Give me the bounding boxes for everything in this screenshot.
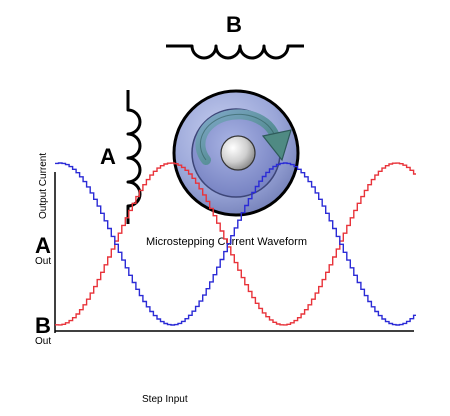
waveform-title: Microstepping Current Waveform [146,236,307,248]
y-axis-label: Output Current [38,153,49,219]
coil-b [166,44,304,60]
phase-b-waveform [55,162,416,326]
a-marker: A [35,233,51,258]
shaft [220,135,256,171]
coil-a [126,90,142,224]
b-out-label: Out [35,336,51,347]
coil-b-label: B [226,12,242,37]
x-axis-label: Step Input [142,394,188,405]
b-marker: B [35,313,51,338]
coil-a-label: A [100,144,116,169]
rotor [172,89,300,217]
a-out-label: Out [35,256,51,267]
rotation-arrow-icon [195,109,292,165]
